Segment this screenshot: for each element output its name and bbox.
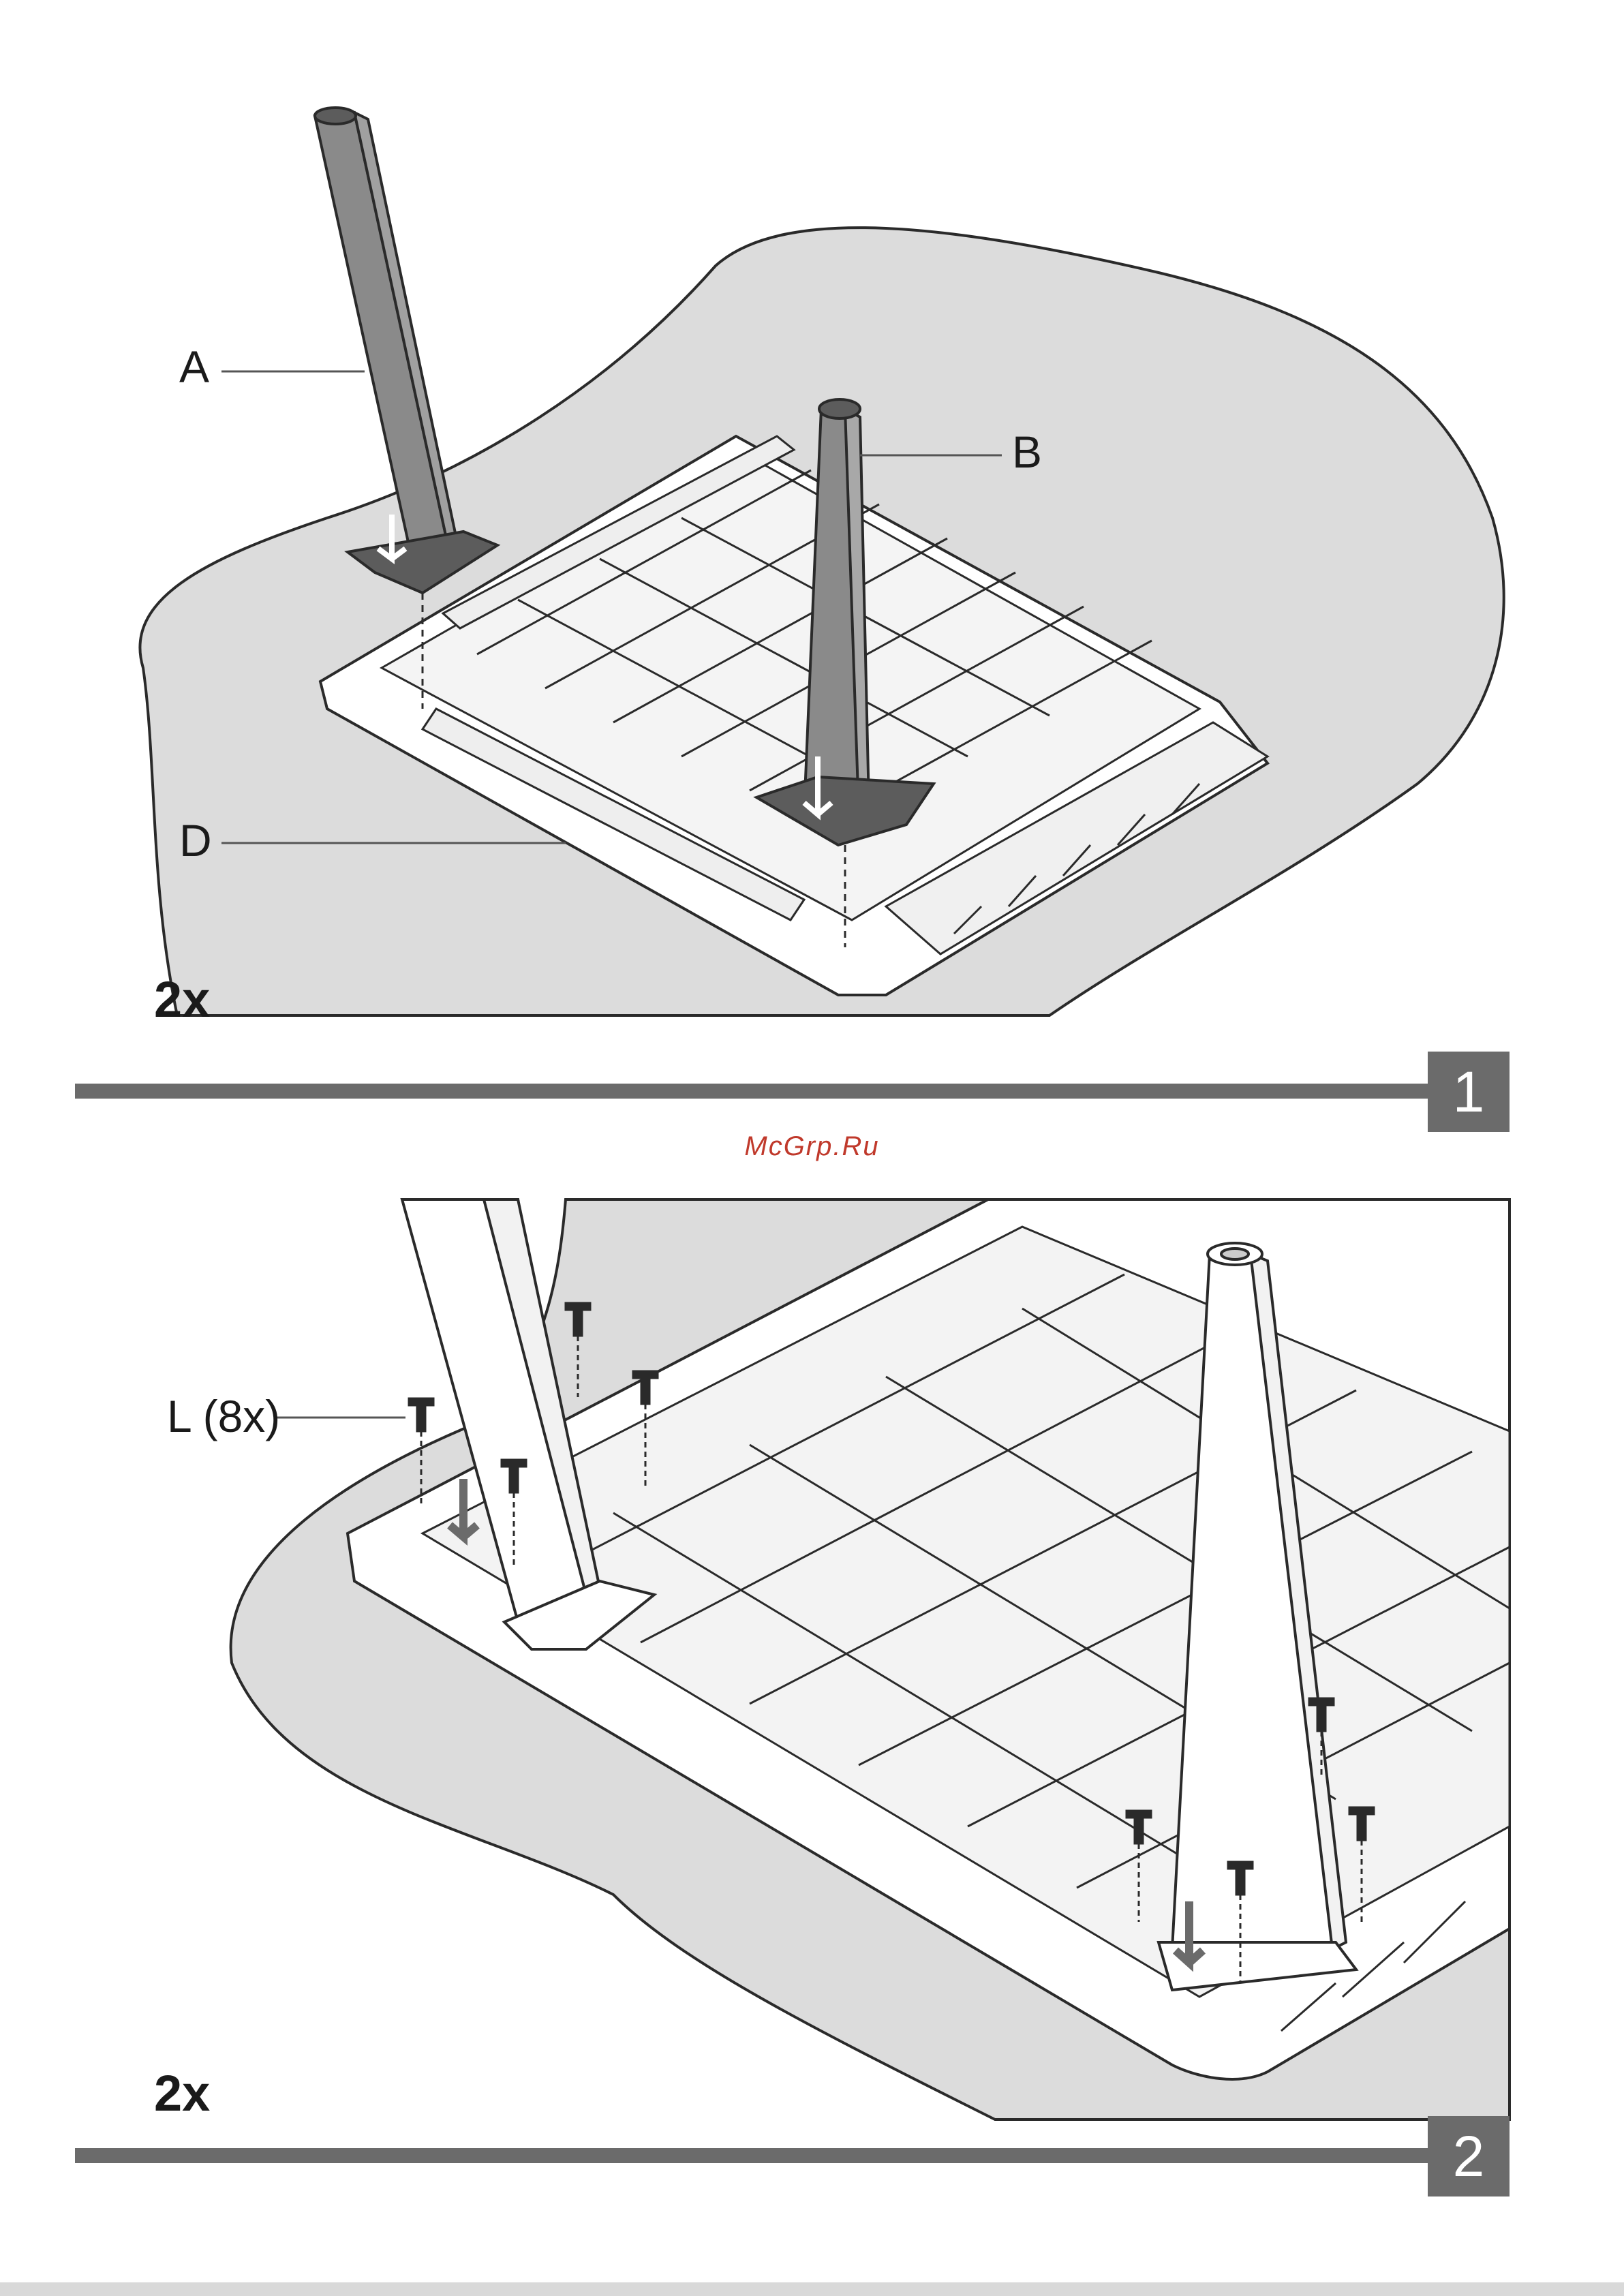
step-1-quantity: 2x bbox=[154, 975, 210, 1025]
step-2-panel: L (8x) 2x 2 bbox=[0, 1145, 1624, 2296]
step-1-panel: A B D 2x 1 bbox=[0, 0, 1624, 1145]
step-1-illustration bbox=[0, 0, 1624, 1145]
step-2-number: 2 bbox=[1428, 2116, 1510, 2196]
step-2-quantity: 2x bbox=[154, 2068, 210, 2119]
part-label-b: B bbox=[1012, 429, 1042, 474]
page-bottom-edge bbox=[0, 2282, 1624, 2296]
part-label-l: L (8x) bbox=[167, 1394, 280, 1439]
step-1-number: 1 bbox=[1428, 1052, 1510, 1132]
part-label-a: A bbox=[179, 344, 209, 389]
step-2-illustration bbox=[0, 1145, 1624, 2296]
step-2-divider bbox=[75, 2148, 1431, 2163]
step-1-divider bbox=[75, 1084, 1431, 1099]
part-label-d: D bbox=[179, 818, 212, 863]
